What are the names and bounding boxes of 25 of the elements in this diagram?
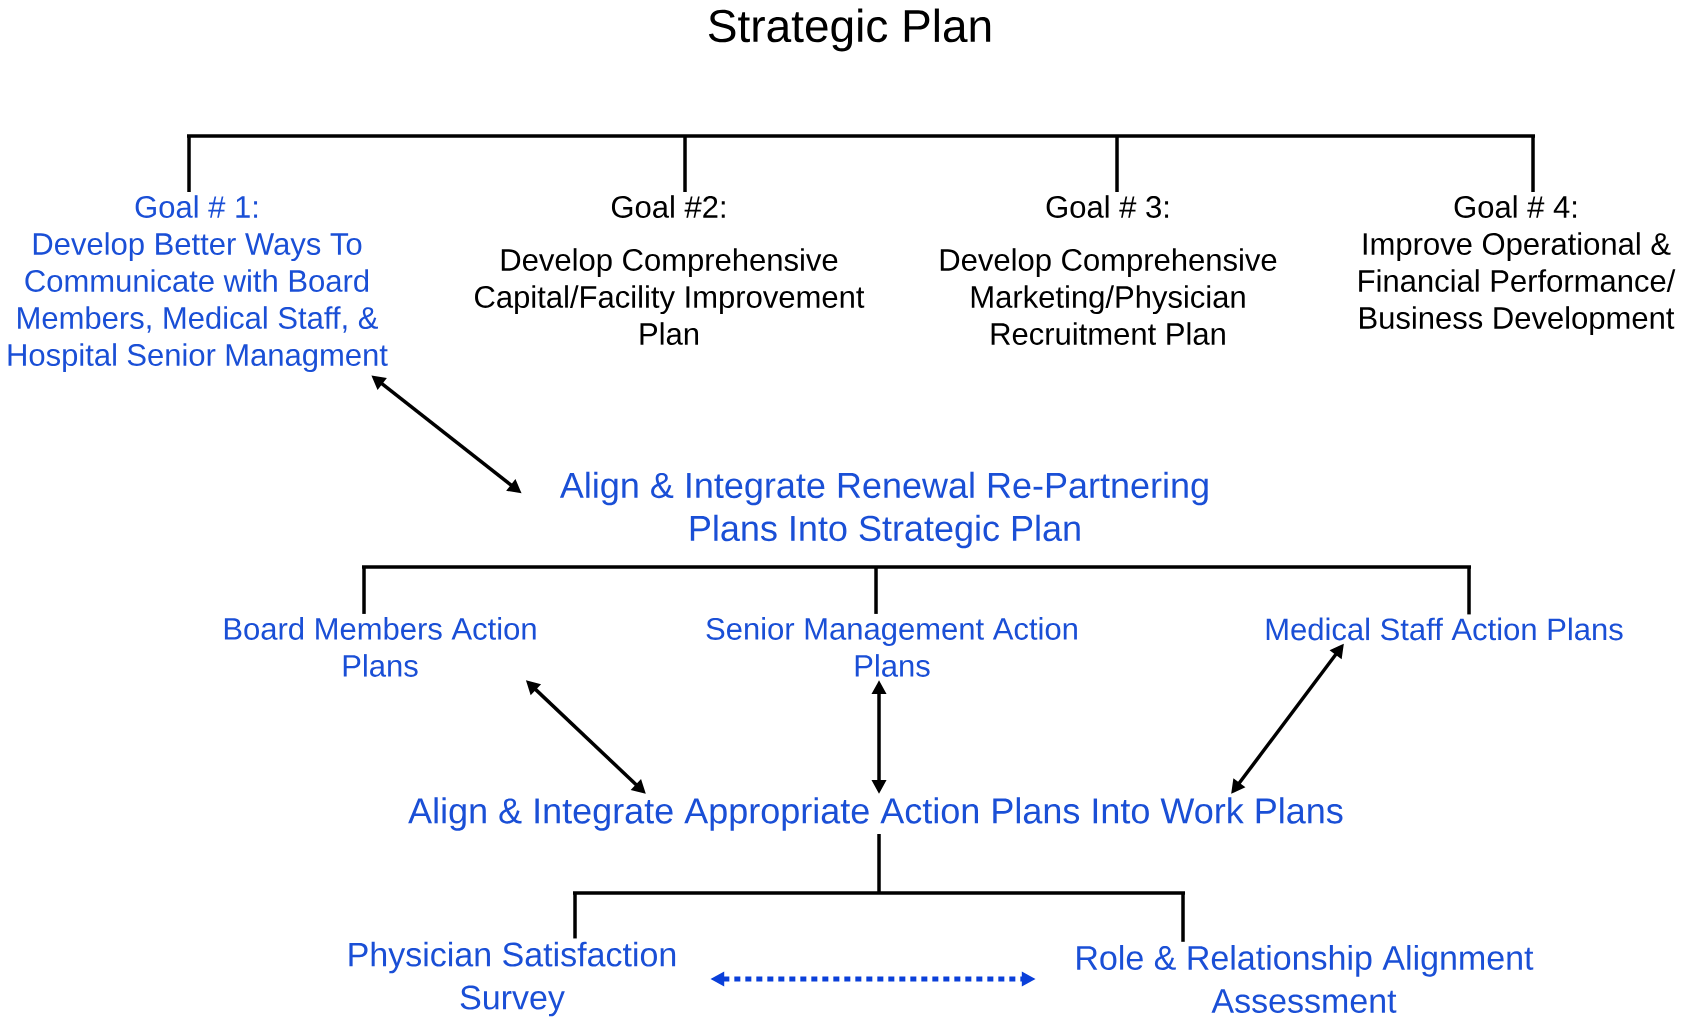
connector-line <box>1467 567 1471 615</box>
plan-text: Board Members Action Plans <box>224 617 536 677</box>
title: Strategic Plan <box>708 8 991 52</box>
connector-line <box>573 893 577 939</box>
connector-line <box>683 136 687 192</box>
goal-text: Goal # 4: Improve Operational & Financial Performance/ Business Development <box>1359 195 1676 336</box>
bracket-line <box>362 565 1471 569</box>
plan-text: Align & Integrate Renewal Re-Partnering Plans Into Strategic Plan <box>559 471 1208 549</box>
goal-text: Goal # 3: Develop Comprehensive Marketing/Physician Recruitment Plan <box>940 195 1277 345</box>
connector-line <box>877 834 881 893</box>
plan-text: Senior Management Action Plans <box>706 617 1077 677</box>
connector-line <box>187 136 191 192</box>
plan-text: Align & Integrate Appropriate Action Plans Into Work Plans <box>408 797 1343 831</box>
plan-text: Role & Relationship Alignment Assessment <box>1077 945 1534 1013</box>
connector-line <box>1531 136 1535 192</box>
plan-text: Medical Staff Action Plans <box>1266 617 1623 641</box>
goal-text: Goal # 1: Develop Better Ways To Communicate with Board Members, Medical Staff, & Hospital Senior Managment <box>8 195 388 373</box>
goal-text: Goal #2: Develop Comprehensive Capital/Facility Improvement Plan <box>475 195 865 345</box>
connector-line <box>1181 893 1185 942</box>
connector-line <box>1115 136 1119 192</box>
bracket-line <box>573 891 1185 895</box>
plan-text: Physician Satisfaction Survey <box>349 941 676 1017</box>
connector-line <box>874 567 878 614</box>
connector-line <box>362 567 366 614</box>
bracket-line <box>187 134 1535 138</box>
